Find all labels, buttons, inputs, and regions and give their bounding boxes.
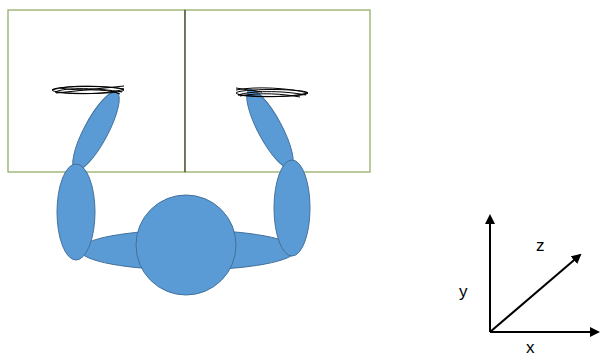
axis-label: y bbox=[459, 283, 468, 300]
axis-label: x bbox=[526, 339, 535, 356]
y-axis bbox=[489, 216, 491, 332]
left-upper-arm bbox=[57, 164, 95, 260]
right-upper-arm bbox=[274, 160, 310, 256]
table-divider bbox=[185, 10, 186, 172]
left-hand-tool bbox=[52, 86, 124, 94]
x-axis bbox=[490, 331, 598, 333]
axis-label: z bbox=[536, 237, 545, 254]
head bbox=[136, 195, 236, 295]
right-hand-tool bbox=[236, 88, 308, 97]
z-axis bbox=[490, 255, 580, 332]
left-forearm bbox=[65, 87, 128, 176]
